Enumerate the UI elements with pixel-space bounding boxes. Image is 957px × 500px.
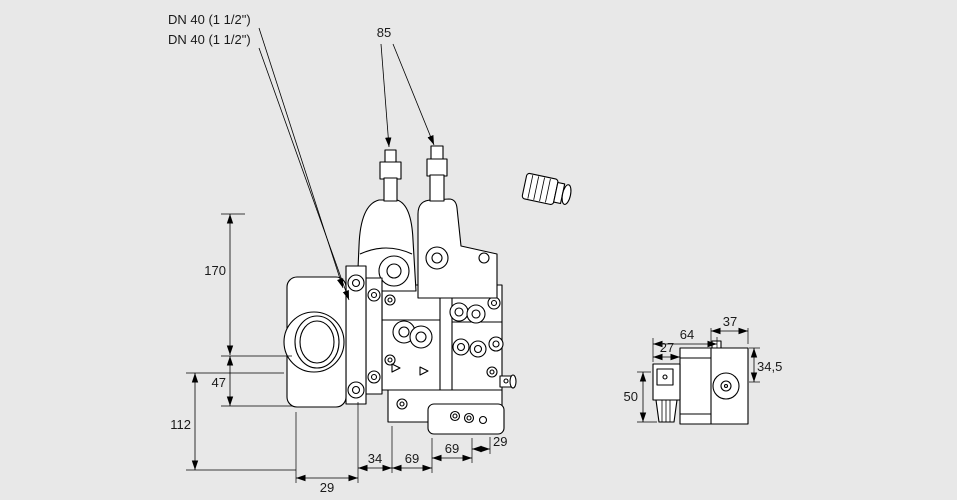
flow-direction-icon (391, 363, 401, 373)
valve-front-view (283, 145, 517, 435)
label-dim-34: 34 (368, 451, 382, 466)
label-dim-64: 64 (680, 327, 694, 342)
bottom-block (387, 389, 505, 435)
label-dim-37: 37 (723, 314, 737, 329)
label-dim-47: 47 (212, 375, 226, 390)
valve-body (381, 284, 504, 391)
label-dim-29-right: 29 (493, 434, 507, 449)
leader-85-left (380, 43, 392, 148)
actuator-side-view (652, 340, 749, 425)
leader-85-right (392, 43, 435, 146)
body-plates (345, 265, 383, 405)
leader-dn-2 (258, 47, 350, 301)
flow-direction-icon (419, 366, 429, 376)
label-dim-34-5: 34,5 (757, 359, 782, 374)
label-dn-line1: DN 40 (1 1/2") (168, 12, 251, 27)
label-dim-69-left: 69 (405, 451, 419, 466)
dimension-lines (186, 27, 760, 483)
label-dim-27: 27 (660, 340, 674, 355)
cable-connector (652, 363, 681, 401)
label-dim-85: 85 (377, 25, 391, 40)
label-dim-170: 170 (204, 263, 226, 278)
knurled-nut (655, 399, 678, 423)
strainer-plug (521, 172, 572, 205)
right-actuator (417, 145, 498, 299)
label-dim-29-left: 29 (320, 480, 334, 495)
left-actuator-dome (356, 149, 417, 292)
label-dim-69-right: 69 (445, 441, 459, 456)
label-dn-line2: DN 40 (1 1/2") (168, 32, 251, 47)
inlet-flange (283, 276, 347, 408)
label-dim-112: 112 (170, 417, 191, 432)
test-nipple (499, 374, 517, 389)
dimension-labels: DN 40 (1 1/2") DN 40 (1 1/2") 85 170 47 … (168, 12, 782, 495)
label-dim-50: 50 (624, 389, 638, 404)
